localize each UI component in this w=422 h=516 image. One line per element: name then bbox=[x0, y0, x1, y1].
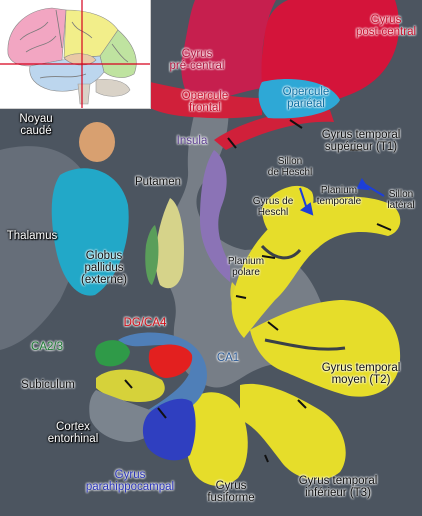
label-line: polare bbox=[232, 267, 260, 278]
insula-region bbox=[200, 150, 230, 282]
label-line: latéral bbox=[387, 200, 415, 211]
opercule-parietal-strip bbox=[214, 109, 334, 150]
gyrus-precentral-region bbox=[181, 0, 276, 108]
label-line: Noyau bbox=[19, 113, 53, 125]
dg-ca4-region bbox=[148, 344, 193, 378]
label-line: Gyrus temporal bbox=[321, 129, 401, 141]
label-line: Gyrus temporal bbox=[298, 475, 378, 487]
label-line: post-central bbox=[355, 26, 417, 38]
label-thalamus: Thalamus bbox=[7, 230, 58, 242]
label-line: Opercule bbox=[181, 90, 229, 102]
label-line: Gyrus de bbox=[252, 196, 294, 207]
arrow-sillon-lateral-head bbox=[356, 178, 371, 191]
label-line: entorhinal bbox=[47, 433, 99, 445]
label-line: Gyrus bbox=[181, 48, 213, 60]
arrow-sillon-heschl-head bbox=[299, 202, 314, 216]
lobe-occipital bbox=[99, 29, 137, 78]
inset-brain-drawing bbox=[0, 0, 150, 108]
blue-arrows bbox=[299, 178, 385, 216]
parahippocampal-region bbox=[142, 398, 196, 461]
sulcus-line-2 bbox=[264, 338, 346, 351]
label-line: pariétal bbox=[287, 98, 325, 110]
label-line: Putamen bbox=[134, 176, 182, 188]
sulcus-line-1 bbox=[260, 244, 302, 260]
brainstem bbox=[77, 83, 91, 105]
label-putamen: Putamen bbox=[135, 176, 181, 188]
label-line: frontal bbox=[189, 102, 221, 114]
label-line: Gyrus bbox=[370, 14, 402, 26]
ca23-region bbox=[95, 340, 130, 367]
label-line: Globus bbox=[85, 250, 123, 262]
cortex-entorhinal-region bbox=[89, 390, 157, 442]
label-ca1: CA1 bbox=[217, 352, 239, 364]
label-line: Subiculum bbox=[21, 379, 75, 391]
inferior-temporal-gyrus-band bbox=[240, 383, 346, 481]
label-line: CA2/3 bbox=[31, 341, 63, 353]
label-line: Gyrus bbox=[215, 480, 247, 492]
globus-pallidus-region bbox=[145, 225, 159, 285]
opercule-parietal-region bbox=[258, 79, 340, 119]
label-line: pré-central bbox=[169, 60, 225, 72]
noyau-caude-region bbox=[79, 122, 115, 162]
boundary-ticks bbox=[124, 119, 392, 463]
label-line: Cortex bbox=[56, 421, 90, 433]
label-line: de Heschl bbox=[267, 167, 313, 178]
label-line: inférieur (T3) bbox=[305, 487, 371, 499]
heschl-gyrus-band bbox=[262, 185, 314, 241]
fusiform-gyrus-band bbox=[184, 392, 248, 486]
label-line: DG/CA4 bbox=[123, 317, 167, 329]
white-matter bbox=[160, 60, 324, 388]
label-line: Thalamus bbox=[6, 230, 58, 242]
label-line: Planium bbox=[320, 185, 358, 196]
label-line: Heschl bbox=[257, 207, 289, 218]
label-line: Sillon bbox=[277, 156, 303, 167]
label-line: moyen (T2) bbox=[331, 374, 391, 386]
label-ca23: CA2/3 bbox=[31, 341, 63, 353]
label-line: supérieur (T1) bbox=[324, 141, 398, 153]
label-line: fusiforme bbox=[207, 492, 255, 504]
putamen-region bbox=[155, 198, 184, 289]
opercule-frontal-region bbox=[150, 82, 262, 119]
inset-brain-lateral-view bbox=[0, 0, 151, 109]
label-line: parahippocampal bbox=[85, 481, 175, 493]
label-line: pallidus bbox=[84, 262, 124, 274]
label-line: Sillon bbox=[388, 189, 414, 200]
label-insula: Insula bbox=[177, 135, 208, 147]
cortex-strip-deep bbox=[230, 282, 242, 315]
label-line: Opercule bbox=[282, 86, 330, 98]
cerebellum bbox=[95, 79, 131, 97]
label-line: (externe) bbox=[80, 274, 128, 286]
label-line: Gyrus bbox=[114, 469, 146, 481]
label-line: CA1 bbox=[216, 352, 240, 364]
label-line: Gyrus temporal bbox=[321, 362, 401, 374]
label-line: Planium bbox=[227, 256, 265, 267]
label-line: Insula bbox=[176, 135, 208, 147]
sulci-lines bbox=[19, 9, 129, 79]
arrow-sillon-lateral bbox=[363, 183, 385, 197]
label-dg-ca4: DG/CA4 bbox=[124, 317, 167, 329]
thalamus-region bbox=[51, 168, 129, 296]
label-line: temporale bbox=[316, 196, 362, 207]
label-subiculum: Subiculum bbox=[21, 379, 75, 391]
label-line: caudé bbox=[20, 125, 52, 137]
